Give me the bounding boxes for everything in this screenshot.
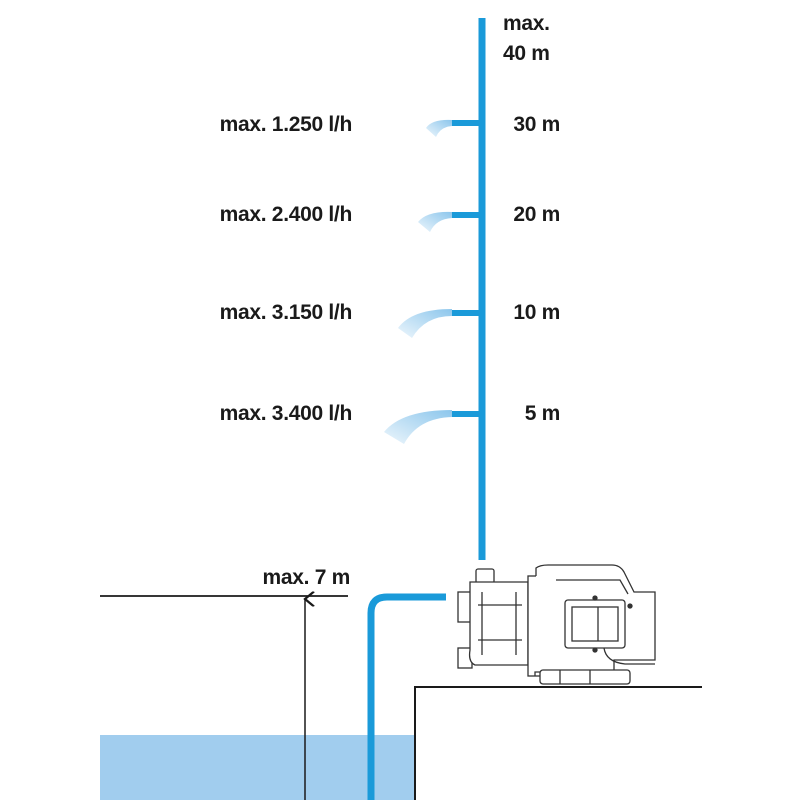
height-label-30m: 30 m — [513, 113, 560, 136]
flow-label-10m: max. 3.150 l/h — [219, 301, 353, 324]
outlet-5m — [384, 410, 482, 444]
outlet-20m — [418, 211, 482, 232]
flow-label-5m: max. 3.400 l/h — [219, 402, 353, 425]
flow-label-20m: max. 2.400 l/h — [219, 203, 353, 226]
max-height-label-line1: max. — [503, 12, 550, 35]
flow-label-30m: max. 1.250 l/h — [219, 113, 353, 136]
height-label-10m: 10 m — [513, 301, 560, 324]
intake-pipe — [367, 593, 446, 800]
water-spray — [384, 410, 452, 444]
water-spray — [398, 309, 452, 338]
water-reservoir — [100, 735, 414, 800]
outlet-30m — [426, 119, 482, 137]
ground-ledge — [414, 686, 702, 800]
outlet-10m — [398, 309, 482, 338]
height-label-20m: 20 m — [513, 203, 560, 226]
suction-height-label: max. 7 m — [262, 566, 351, 589]
max-height-label-line2: 40 m — [503, 42, 550, 65]
water-spray — [418, 211, 452, 232]
water-spray — [426, 119, 452, 137]
garden-pump-illustration — [457, 564, 656, 685]
height-label-5m: 5 m — [524, 402, 561, 425]
